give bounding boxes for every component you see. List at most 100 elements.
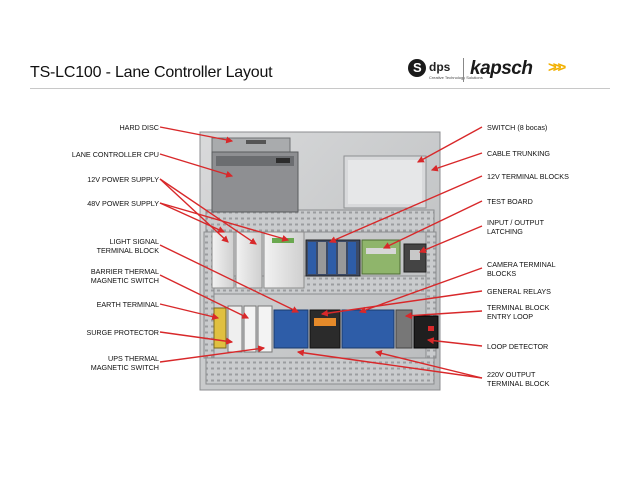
- arrow-12v-psu-a: [159, 178, 229, 243]
- terminal-group-e: [348, 242, 356, 274]
- label-barrier-line1: BARRIER THERMAL: [90, 267, 159, 276]
- dps-logo-tagline: Creative Technology Solutions: [429, 75, 483, 80]
- label-light-signal-line2: TERMINAL BLOCK: [96, 246, 159, 255]
- arrow-48v-psu-a: [159, 202, 226, 233]
- terminal-blocks-12v: [305, 239, 361, 277]
- label-cable-trunking: CABLE TRUNKING: [487, 149, 550, 158]
- general-relays-orange: [314, 318, 336, 326]
- label-camera-terminals-line2: BLOCKS: [487, 269, 517, 278]
- terminal-group-a: [308, 242, 316, 274]
- label-earth: EARTH TERMINAL: [97, 300, 159, 309]
- label-io-latching-line1: INPUT / OUTPUT: [487, 218, 544, 227]
- arrow-barrier: [159, 274, 250, 319]
- label-12v-psu-text: 12V POWER SUPPLY: [87, 175, 159, 184]
- label-camera-terminals-line1: CAMERA TERMINAL: [487, 260, 556, 269]
- label-220v-output-line1: 220V OUTPUT: [487, 370, 536, 379]
- earth-terminal: [213, 307, 227, 349]
- kapsch-logo: kapsch: [470, 58, 533, 79]
- light-signal-terminal-block: [273, 309, 309, 349]
- label-cpu-text: LANE CONTROLLER CPU: [71, 150, 159, 159]
- label-general-relays: GENERAL RELAYS: [487, 287, 551, 296]
- test-board: [361, 239, 401, 275]
- arrow-surge: [159, 331, 234, 345]
- cpu-front-panel: [216, 156, 294, 166]
- label-surge: SURGE PROTECTOR: [86, 328, 159, 337]
- ups-thermal-switch: [257, 305, 273, 353]
- entry-loop-terminal-block: [395, 309, 413, 349]
- label-hard-disc-text: HARD DISC: [119, 123, 159, 132]
- arrow-cable-trunking: [430, 152, 483, 172]
- label-12v-psu: 12V POWER SUPPLY: [87, 175, 159, 184]
- label-test-board-text: TEST BOARD: [487, 197, 533, 206]
- camera-terminal-blocks: [341, 309, 395, 349]
- terminal-group-b: [318, 242, 326, 274]
- cable-trunking-right: [425, 231, 437, 359]
- arrow-48v-psu-b: [159, 202, 290, 242]
- arrow-loop-detector: [426, 337, 483, 347]
- label-barrier-line2: MAGNETIC SWITCH: [90, 276, 159, 285]
- hard-disc-tab: [246, 140, 266, 144]
- psu-2: [235, 231, 263, 289]
- switch-face: [348, 160, 422, 204]
- arrow-switch: [416, 126, 483, 163]
- label-cpu: LANE CONTROLLER CPU: [72, 150, 159, 159]
- label-test-board: TEST BOARD: [487, 197, 533, 206]
- arrow-220v-a: [296, 349, 483, 379]
- dps-logo-mark: S: [408, 59, 426, 77]
- arrow-camera-terminals: [358, 267, 483, 314]
- label-12v-terminals-text: 12V TERMINAL BLOCKS: [487, 172, 569, 181]
- io-latching-dial: [410, 250, 420, 260]
- arrow-ups: [159, 345, 266, 363]
- cable-trunking-left: [203, 231, 215, 359]
- label-surge-text: SURGE PROTECTOR: [86, 328, 159, 337]
- label-cable-trunking-text: CABLE TRUNKING: [487, 149, 550, 158]
- arrow-12v-terminals: [328, 175, 483, 243]
- surge-protector: [227, 305, 243, 353]
- arrow-light-signal: [159, 244, 300, 313]
- general-relays: [309, 309, 341, 349]
- dps-logo: S dps Creative Technology Solutions: [408, 55, 483, 83]
- arrow-hard-disc: [159, 126, 234, 144]
- arrow-io-latching: [418, 225, 483, 253]
- label-io-latching-line2: LATCHING: [487, 227, 523, 236]
- label-12v-terminals: 12V TERMINAL BLOCKS: [487, 172, 569, 181]
- logo-separator: [463, 58, 464, 82]
- arrow-test-board: [382, 200, 483, 249]
- label-loop-detector-text: LOOP DETECTOR: [487, 342, 549, 351]
- label-earth-text: EARTH TERMINAL: [96, 300, 159, 309]
- dps-logo-name: dps: [429, 60, 451, 74]
- terminal-group-c: [328, 242, 336, 274]
- title-divider: [30, 88, 610, 89]
- label-entry-loop-line2: ENTRY LOOP: [487, 312, 534, 321]
- label-48v-psu: 48V POWER SUPPLY: [87, 199, 159, 208]
- label-loop-detector: LOOP DETECTOR: [487, 342, 548, 351]
- lower-rail: [213, 305, 439, 353]
- cpu-usb-ports: [276, 158, 290, 163]
- label-switch-text: SWITCH (8 bocas): [487, 123, 548, 132]
- arrow-220v-b: [374, 349, 483, 379]
- label-220v-output-line2: TERMINAL BLOCK: [487, 379, 550, 388]
- label-ups-line1: UPS THERMAL: [108, 354, 159, 363]
- label-switch: SWITCH (8 bocas): [487, 123, 547, 132]
- dps-logo-letter: S: [413, 60, 422, 75]
- annotation-arrows: [159, 126, 483, 379]
- test-board-terminals: [366, 248, 396, 254]
- label-entry-loop-line1: TERMINAL BLOCK: [487, 303, 550, 312]
- cable-trunking-bottom: [205, 357, 435, 385]
- label-ups-line2: MAGNETIC SWITCH: [90, 363, 159, 372]
- label-light-signal-line1: LIGHT SIGNAL: [109, 237, 159, 246]
- label-48v-psu-text: 48V POWER SUPPLY: [87, 199, 159, 208]
- arrow-general-relays: [320, 290, 483, 317]
- terminal-group-d: [338, 242, 346, 274]
- arrow-earth: [159, 303, 220, 321]
- cable-trunking-top: [205, 209, 435, 233]
- loop-detector-led: [428, 326, 434, 331]
